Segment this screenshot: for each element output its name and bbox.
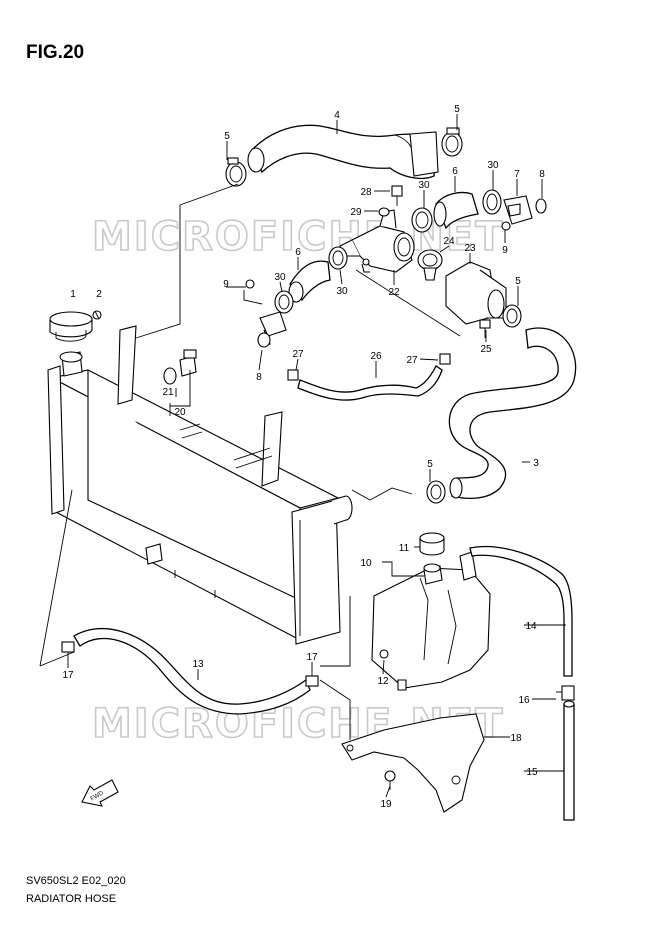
callout-c6b: 6 bbox=[295, 247, 301, 258]
callout-c22: 22 bbox=[388, 287, 400, 298]
bolt-9-a bbox=[501, 221, 511, 231]
clamp-30-b bbox=[482, 189, 502, 215]
callout-c5b: 5 bbox=[454, 104, 460, 115]
hose-15 bbox=[563, 700, 575, 821]
leader-lines bbox=[39, 114, 566, 798]
callout-c19: 19 bbox=[380, 799, 392, 810]
hose-6-upper bbox=[433, 191, 479, 230]
clamp-30-a bbox=[411, 207, 433, 233]
figure-title: FIG.20 bbox=[26, 42, 85, 63]
washer-29 bbox=[378, 207, 390, 217]
callout-c15: 15 bbox=[526, 767, 538, 778]
clamp-30-d bbox=[328, 246, 348, 270]
o-ring-8-b bbox=[257, 332, 271, 348]
callout-c30c: 30 bbox=[274, 272, 286, 283]
thermostat bbox=[417, 249, 443, 281]
callout-c2: 2 bbox=[96, 289, 102, 300]
callout-c5a: 5 bbox=[224, 131, 230, 142]
clamp-5-c bbox=[502, 304, 522, 328]
callout-c13: 13 bbox=[192, 659, 204, 670]
reservoir-bracket bbox=[341, 713, 485, 813]
fwd-arrow bbox=[81, 779, 119, 807]
clamp-5-d bbox=[426, 480, 446, 504]
callout-c14: 14 bbox=[525, 621, 537, 632]
callout-c25: 25 bbox=[480, 344, 492, 355]
clamp-27-b bbox=[439, 353, 451, 365]
bolt-19 bbox=[384, 770, 396, 790]
callout-c30a: 30 bbox=[418, 180, 430, 191]
drain-plug-21 bbox=[163, 367, 177, 385]
callout-c30b: 30 bbox=[487, 160, 499, 171]
o-ring-8-a bbox=[535, 198, 547, 214]
water-fitting-7 bbox=[503, 195, 533, 225]
callout-c12: 12 bbox=[377, 676, 389, 687]
callout-c27b: 27 bbox=[406, 355, 418, 366]
hose-14 bbox=[469, 545, 573, 677]
section-name: RADIATOR HOSE bbox=[26, 893, 117, 905]
callout-c21: 21 bbox=[162, 387, 174, 398]
sensor-28 bbox=[391, 185, 403, 206]
thermostat-cover bbox=[445, 261, 507, 325]
callout-c23: 23 bbox=[464, 243, 476, 254]
callout-c5d: 5 bbox=[427, 459, 433, 470]
radiator bbox=[47, 325, 353, 645]
fan-switch bbox=[179, 349, 197, 377]
callout-c8b: 8 bbox=[256, 372, 262, 383]
callout-c24: 24 bbox=[443, 236, 455, 247]
callout-c28: 28 bbox=[360, 187, 372, 198]
clamp-30-c bbox=[274, 290, 294, 314]
callout-c5c: 5 bbox=[515, 276, 521, 287]
callout-c11: 11 bbox=[399, 543, 410, 554]
callout-c17b: 17 bbox=[62, 670, 74, 681]
callout-c26: 26 bbox=[370, 351, 382, 362]
hose-26 bbox=[297, 365, 443, 401]
callout-c6a: 6 bbox=[452, 166, 458, 177]
callout-c17a: 17 bbox=[306, 652, 318, 663]
callout-c8a: 8 bbox=[539, 169, 545, 180]
callout-c7: 7 bbox=[514, 169, 520, 180]
callout-c20: 20 bbox=[174, 407, 186, 418]
hose-3 bbox=[448, 327, 577, 500]
clamp-27-a bbox=[287, 369, 299, 381]
callout-c9a: 9 bbox=[502, 245, 508, 256]
clamp-5-b bbox=[441, 127, 463, 157]
hose-6-lower bbox=[288, 260, 331, 303]
callout-c29: 29 bbox=[350, 207, 362, 218]
callout-c27a: 27 bbox=[292, 349, 304, 360]
hose-13 bbox=[73, 628, 311, 715]
callout-c9b: 9 bbox=[223, 279, 229, 290]
bolt-12 bbox=[379, 649, 389, 659]
model-code: SV650SL2 E02_020 bbox=[26, 875, 126, 887]
callout-c1: 1 bbox=[70, 289, 76, 300]
bolt-9-b bbox=[245, 279, 255, 289]
callout-c16: 16 bbox=[518, 695, 530, 706]
clamp-17-b bbox=[61, 641, 75, 653]
hose-4 bbox=[247, 124, 439, 180]
clamp-17-a bbox=[305, 675, 319, 687]
screw-2 bbox=[92, 310, 102, 320]
callout-c10: 10 bbox=[360, 558, 372, 569]
reservoir-tank bbox=[371, 551, 491, 691]
joint-16 bbox=[556, 685, 575, 701]
callout-c4: 4 bbox=[334, 110, 340, 121]
callout-c30d: 30 bbox=[336, 286, 348, 297]
callout-c3: 3 bbox=[533, 458, 539, 469]
bolt-25 bbox=[479, 319, 491, 338]
reservoir-cap bbox=[419, 532, 445, 556]
clamp-5-a bbox=[225, 157, 247, 187]
callout-c18: 18 bbox=[510, 733, 522, 744]
radiator-cap bbox=[49, 311, 93, 342]
